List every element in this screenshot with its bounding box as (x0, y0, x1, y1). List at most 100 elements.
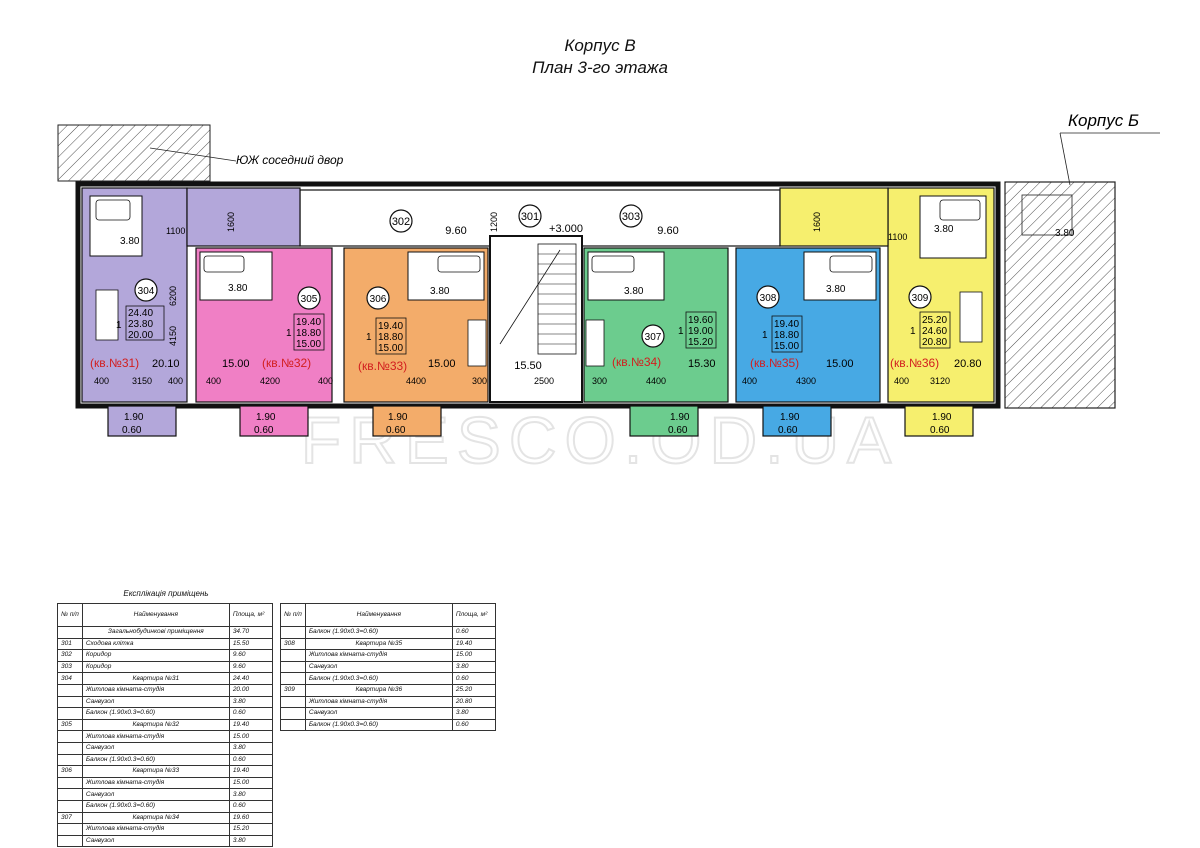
apt-34-dim-b: 4400 (646, 376, 666, 386)
table-row: Балкон (1.90x0.3=0.60)0.60 (57, 799, 273, 813)
room-tag-302 (389, 209, 413, 233)
apt-36-total: 25.20 (922, 315, 947, 326)
apt-36-rooms: 1 (910, 326, 916, 337)
apt-32-label: (кв.№32) (262, 356, 311, 370)
apt-36-label: (кв.№36) (890, 356, 939, 370)
apt-31-dim-v3: 1100 (166, 226, 185, 236)
apt-33-room-area: 15.00 (428, 358, 456, 370)
apt-31-area-box (125, 305, 165, 341)
dim-2500: 2500 (534, 376, 554, 386)
row-number (57, 823, 83, 836)
room-tag-309 (908, 285, 932, 309)
apt-32-dim-v1: 1600 (226, 212, 236, 232)
apt-32-total: 19.40 (296, 317, 321, 328)
apt-36-living: 24.60 (922, 326, 947, 337)
explication-table-left: № п/п Найменування Площа, м² Загальнобуд… (57, 603, 273, 848)
row-name: Санвузол (304, 707, 453, 720)
row-number (57, 776, 83, 790)
apt-32-room-area: 15.00 (222, 358, 250, 370)
apt-32-living: 18.80 (296, 328, 321, 339)
row-number (280, 707, 306, 720)
row-number: 301 (57, 637, 83, 651)
row-name: Балкон (1.90x0.3=0.60) (304, 718, 453, 732)
row-number: 303 (57, 660, 83, 674)
row-name: Балкон (1.90x0.3=0.60) (304, 672, 453, 685)
apt-31-dim-v2: 4150 (168, 326, 178, 346)
apt-34-area-box (685, 311, 717, 349)
apt-32-balcony-w: 1.90 (256, 412, 276, 423)
row-number: 305 (57, 718, 83, 732)
apt-34-total: 19.60 (688, 315, 713, 326)
apt-33-dim-a: 4400 (406, 376, 426, 386)
apt-35-id: 308 (760, 293, 777, 304)
col-header-name: Найменування (304, 603, 453, 627)
apt-33-area-box (375, 317, 407, 355)
apartment-33-bathroom (407, 251, 485, 301)
row-number (57, 741, 83, 755)
apt-33-living: 18.80 (378, 332, 403, 343)
row-name: Квартира №34 (81, 811, 230, 825)
apt-35-area-box (771, 315, 803, 353)
apt-33-balcony-w: 1.90 (388, 412, 408, 423)
apt-31-dim-c: 400 (168, 376, 183, 386)
row-number (280, 718, 306, 732)
row-area: 3.80 (451, 707, 496, 720)
row-number (280, 672, 306, 685)
row-number (57, 730, 83, 743)
page-title: Корпус В (564, 36, 636, 55)
apt-36-area-box (919, 311, 951, 349)
apt-34-room-area: 15.30 (688, 358, 716, 370)
apt-32-id: 305 (301, 294, 318, 305)
row-area: 0.60 (228, 799, 273, 813)
apt-31-id: 304 (138, 286, 155, 297)
row-area: 3.80 (228, 695, 273, 709)
row-number (280, 626, 306, 639)
room-tag-308 (756, 285, 780, 309)
apt-34-net: 15.20 (688, 337, 713, 348)
apt-32-net: 15.00 (296, 339, 321, 350)
apt-33-id: 306 (370, 294, 387, 305)
row-number (57, 834, 83, 848)
row-number: 306 (57, 765, 83, 778)
row-area: 0.60 (228, 753, 273, 767)
row-name: Балкон (1.90x0.3=0.60) (81, 753, 230, 767)
dim-1200: 1200 (489, 212, 499, 232)
apt-36-bath: 3.80 (934, 224, 954, 235)
row-number (280, 649, 306, 662)
apartment-36-annex (779, 187, 889, 247)
row-area: 3.80 (228, 788, 273, 801)
row-number (57, 683, 83, 697)
apt-36-dim-v1: 1600 (812, 212, 822, 232)
apt-32-bath: 3.80 (228, 283, 248, 294)
table-row: Балкон (1.90x0.3=0.60)0.60 (57, 753, 273, 767)
row-number: 309 (280, 683, 306, 697)
row-number (57, 753, 83, 767)
apt-34-bath: 3.80 (624, 286, 644, 297)
row-area: 15.00 (228, 730, 273, 743)
row-area: 25.20 (451, 683, 496, 697)
neighbor-bath-area: 3.80 (1055, 228, 1075, 239)
col-header-number: № п/п (57, 603, 83, 627)
row-name: Балкон (1.90x0.3=0.60) (304, 626, 453, 639)
apt-31-dim-b: 3150 (132, 376, 152, 386)
room-tag-305 (297, 286, 321, 310)
apt-34-living: 19.00 (688, 326, 713, 337)
row-number (57, 707, 83, 720)
row-name: Житлова кімната-студія (81, 683, 230, 697)
row-area: 15.20 (228, 823, 273, 836)
row-area: 3.80 (228, 834, 273, 848)
neighbor-building-label: Корпус Б (1068, 111, 1139, 130)
row-number: 307 (57, 811, 83, 825)
level-mark: +3.000 (549, 223, 583, 235)
row-number (57, 626, 83, 639)
page-subtitle: План 3-го этажа (532, 58, 668, 77)
row-number (57, 799, 83, 813)
